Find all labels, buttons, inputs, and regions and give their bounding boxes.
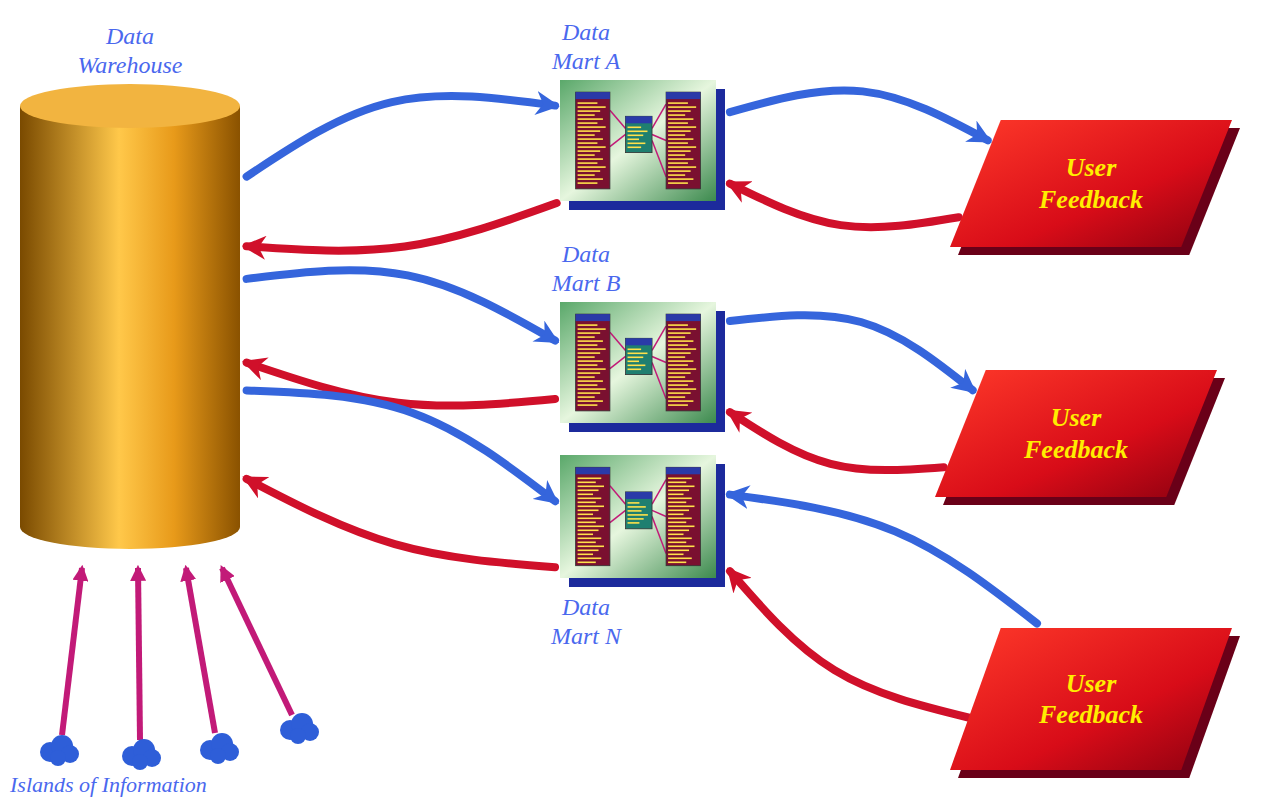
feedback-arrow [247, 479, 555, 567]
store-label: Data Mart B [545, 240, 627, 298]
store-label: Data Mart A [545, 18, 627, 76]
feedback-arrow [730, 412, 944, 470]
feedback-label: User Feedback [1031, 668, 1151, 730]
feedback-box: User Feedback [950, 628, 1240, 778]
mart-shape [560, 455, 725, 587]
flow-arrow [730, 90, 988, 140]
feedback-arrow [730, 571, 970, 718]
feedback-label: User Feedback [1031, 152, 1151, 214]
feedback-arrow [730, 184, 959, 228]
data-mart-box: Data Mart N [545, 455, 725, 651]
source-arrows [62, 568, 292, 740]
flow-arrow [730, 315, 973, 390]
feedback-box: User Feedback [935, 370, 1225, 505]
data-mart-box: Data Mart A [545, 18, 725, 210]
source-label: Islands of Information [10, 772, 207, 798]
flow-arrow [247, 390, 555, 501]
island-clouds [40, 713, 319, 770]
cylinder-shape [20, 84, 240, 549]
feedback-box: User Feedback [950, 120, 1240, 255]
data-mart-box: Data Mart B [545, 240, 725, 432]
flow-arrow [730, 495, 1037, 624]
feedback-arrow [247, 203, 557, 251]
store-label: Data Warehouse [65, 22, 195, 80]
warehouse-cylinder: Data Warehouse [20, 22, 240, 549]
feedback-arrow [247, 363, 555, 406]
flow-arrow [247, 270, 555, 340]
mart-shape [560, 302, 725, 432]
feedback-label: User Feedback [1016, 402, 1136, 464]
store-label: Data Mart N [545, 593, 627, 651]
flow-arrow [247, 96, 555, 177]
mart-shape [560, 80, 725, 210]
